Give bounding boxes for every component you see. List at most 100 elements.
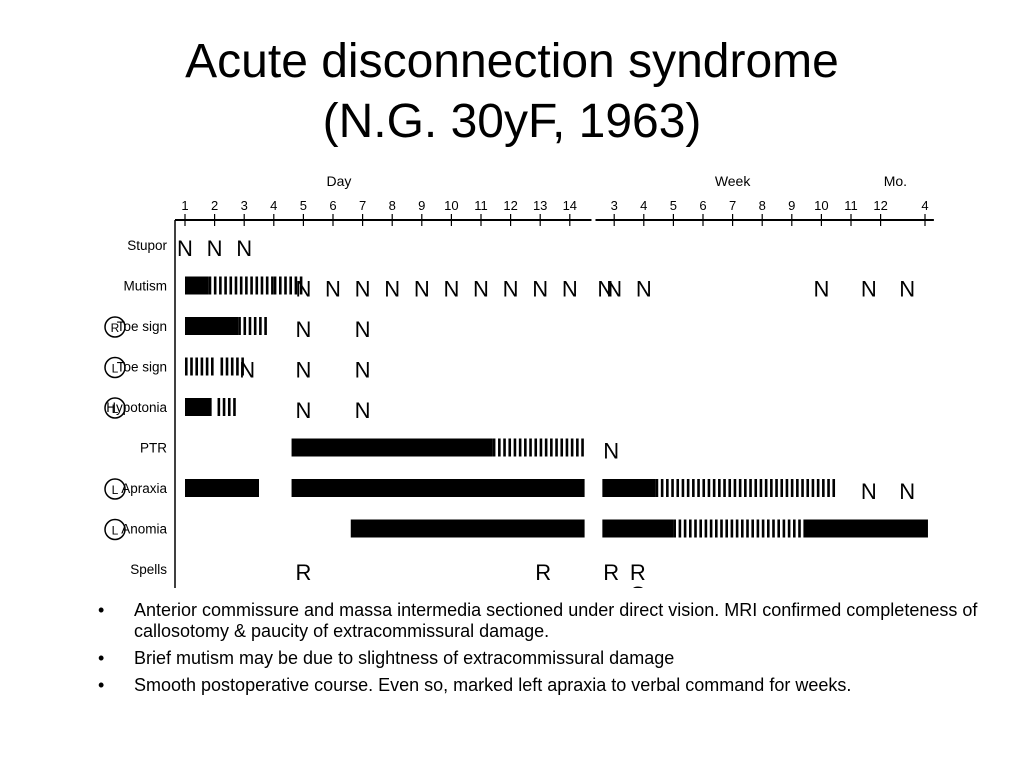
dash-stroke: [213, 276, 217, 295]
event-mark-N: N: [597, 277, 613, 302]
header-label: Mo.: [884, 173, 907, 189]
tick-label: 5: [300, 198, 307, 213]
tick-label: 6: [699, 198, 706, 213]
dash-stroke: [759, 479, 763, 497]
solid-bar: [185, 398, 212, 416]
tick-label: 14: [563, 198, 577, 213]
dash-stroke: [220, 357, 224, 376]
dash-stroke: [243, 317, 247, 335]
dash-stroke: [255, 276, 259, 295]
tick-label: 6: [329, 198, 336, 213]
dash-stroke: [787, 519, 791, 538]
dash-stroke: [827, 479, 830, 497]
tick-label: 13: [533, 198, 547, 213]
tick-label: 4: [270, 198, 277, 213]
dash-stroke: [754, 479, 758, 497]
row-circle-icon: [104, 316, 126, 338]
dash-stroke: [273, 276, 277, 295]
dash-stroke: [260, 276, 264, 295]
row-label: PTR: [140, 441, 167, 456]
event-mark-N: N: [207, 236, 223, 261]
solid-bar: [803, 519, 928, 538]
slide-title: Acute disconnection syndrome (N.G. 30yF,…: [0, 32, 1024, 152]
dash-stroke: [503, 438, 506, 457]
dash-stroke: [534, 438, 538, 457]
dash-stroke: [660, 479, 664, 497]
event-mark-N: N: [295, 277, 311, 302]
tick-label: 7: [729, 198, 736, 213]
dash-stroke: [279, 276, 282, 295]
event-mark-N: N: [355, 398, 371, 423]
dash-stroke: [683, 519, 687, 538]
dash-stroke: [294, 276, 298, 295]
event-mark-G: G: [629, 582, 646, 588]
dash-stroke: [264, 317, 267, 335]
dash-stroke: [801, 479, 804, 497]
dash-stroke: [723, 479, 726, 497]
tick-label: 2: [211, 198, 218, 213]
dash-stroke: [498, 438, 501, 457]
header-label: Day: [326, 173, 351, 189]
bullet-item: • Smooth postoperative course. Even so, …: [98, 675, 978, 696]
dash-stroke: [709, 519, 713, 538]
dash-stroke: [229, 276, 233, 295]
tick-label: 1: [181, 198, 188, 213]
tick-label: 5: [670, 198, 677, 213]
dash-stroke: [222, 398, 226, 416]
solid-bar: [602, 519, 674, 538]
bullet-text: Smooth postoperative course. Even so, ma…: [134, 675, 852, 695]
row-label: Apraxia: [121, 481, 167, 496]
dash-stroke: [785, 479, 789, 497]
dash-stroke: [686, 479, 690, 497]
dash-stroke: [233, 398, 236, 416]
dash-stroke: [195, 357, 198, 376]
solid-bar: [185, 276, 209, 295]
dash-stroke: [245, 276, 248, 295]
dash-stroke: [811, 479, 815, 497]
dash-stroke: [728, 479, 732, 497]
dash-stroke: [699, 519, 702, 538]
dashed-bar: [655, 479, 836, 497]
title-line-2: (N.G. 30yF, 1963): [322, 95, 702, 148]
dash-stroke: [241, 357, 244, 376]
event-mark-N: N: [239, 358, 255, 383]
dash-stroke: [190, 357, 193, 376]
dash-stroke: [676, 479, 680, 497]
dash-stroke: [230, 357, 234, 376]
dash-stroke: [707, 479, 711, 497]
solid-bar: [185, 479, 259, 497]
dash-stroke: [513, 438, 517, 457]
tick-label: 4: [921, 198, 928, 213]
tick-label: 3: [241, 198, 248, 213]
dash-stroke: [234, 276, 238, 295]
dashed-bar: [208, 276, 274, 295]
row-label: Hypotonia: [106, 400, 167, 415]
dash-stroke: [550, 438, 553, 457]
dash-stroke: [689, 519, 692, 538]
event-mark-N: N: [177, 236, 193, 261]
tick-label: 11: [844, 198, 858, 213]
event-mark-N: N: [861, 277, 877, 302]
dashed-bar: [673, 519, 806, 538]
dash-stroke: [822, 479, 825, 497]
dashed-bar: [217, 398, 236, 416]
tick-label: 10: [814, 198, 828, 213]
dash-stroke: [299, 276, 303, 295]
dash-stroke: [782, 519, 786, 538]
event-mark-N: N: [503, 277, 519, 302]
row-circle-icon: [104, 397, 126, 419]
event-mark-N: N: [355, 317, 371, 342]
dash-stroke: [767, 519, 770, 538]
dash-stroke: [772, 519, 775, 538]
dash-stroke: [225, 357, 229, 376]
row-circle-icon: [104, 518, 126, 541]
dash-stroke: [761, 519, 765, 538]
dash-stroke: [702, 479, 706, 497]
event-mark-N: N: [473, 277, 489, 302]
dash-stroke: [744, 479, 747, 497]
dash-stroke: [219, 276, 222, 295]
event-mark-N: N: [236, 236, 252, 261]
tick-label: 4: [640, 198, 647, 213]
